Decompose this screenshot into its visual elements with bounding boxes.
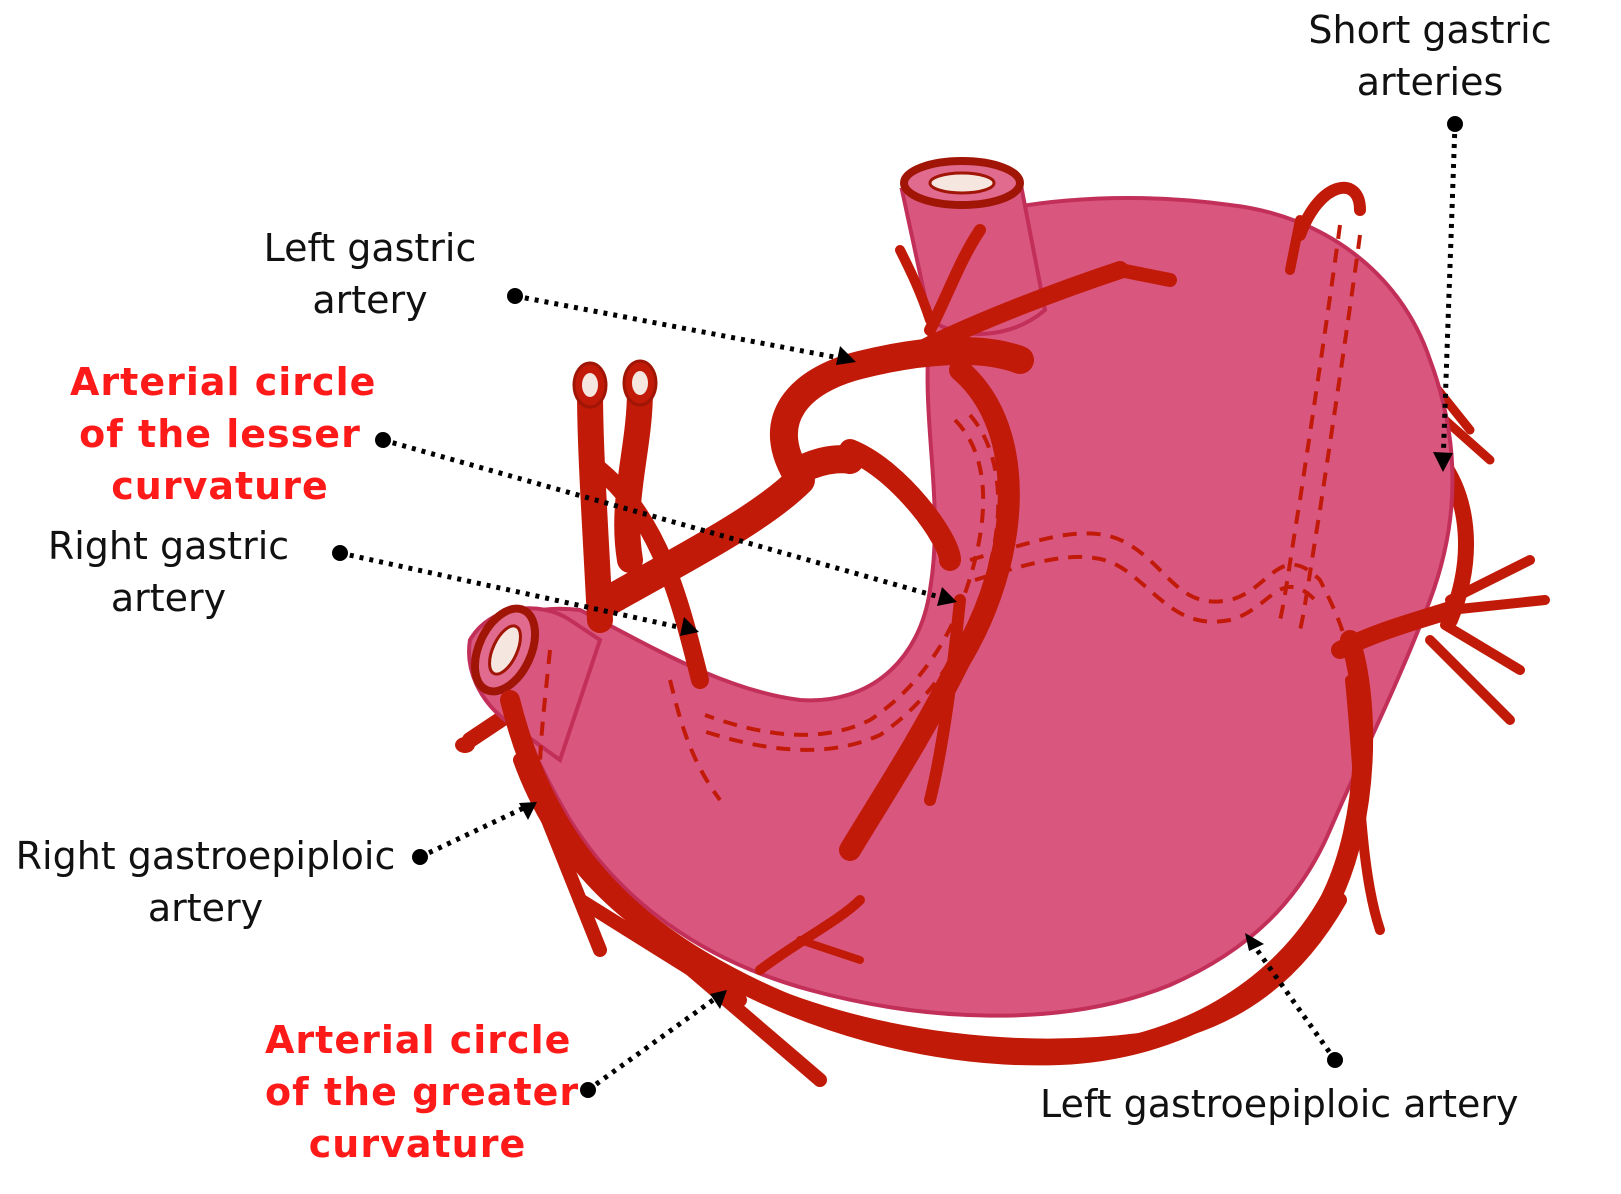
label-right-gastric-line-2: artery <box>36 572 301 624</box>
label-lesser-circle-line-3: curvature <box>70 460 370 512</box>
label-left-gastric: Left gastric artery <box>250 222 490 326</box>
label-greater-circle-line-3: curvature <box>265 1118 570 1170</box>
label-right-gastric-line-1: Right gastric <box>36 520 301 572</box>
label-right-gastroepiploic-line-1: Right gastroepiploic <box>8 830 403 882</box>
vessel-opening-3 <box>455 737 475 753</box>
label-left-gastric-line-2: artery <box>250 274 490 326</box>
label-greater-circle-line-1: Arterial circle <box>265 1014 570 1066</box>
label-lesser-circle: Arterial circle of the lesser curvature <box>70 356 370 512</box>
label-lesser-circle-line-1: Arterial circle <box>70 356 370 408</box>
label-left-gastroepiploic: Left gastroepiploic artery <box>1040 1078 1519 1130</box>
label-left-gastroepiploic-line-1: Left gastroepiploic artery <box>1040 1078 1519 1130</box>
label-right-gastroepiploic: Right gastroepiploic artery <box>8 830 403 934</box>
label-right-gastroepiploic-line-2: artery <box>8 882 403 934</box>
label-left-gastric-line-1: Left gastric <box>250 222 490 274</box>
label-right-gastric: Right gastric artery <box>36 520 301 624</box>
label-short-gastric-line-1: Short gastric <box>1300 4 1560 56</box>
label-short-gastric: Short gastric arteries <box>1300 4 1560 108</box>
label-greater-circle-line-2: of the greater <box>265 1066 570 1118</box>
label-short-gastric-line-2: arteries <box>1300 56 1560 108</box>
label-greater-circle: Arterial circle of the greater curvature <box>265 1014 570 1170</box>
label-lesser-circle-line-2: of the lesser <box>70 408 370 460</box>
